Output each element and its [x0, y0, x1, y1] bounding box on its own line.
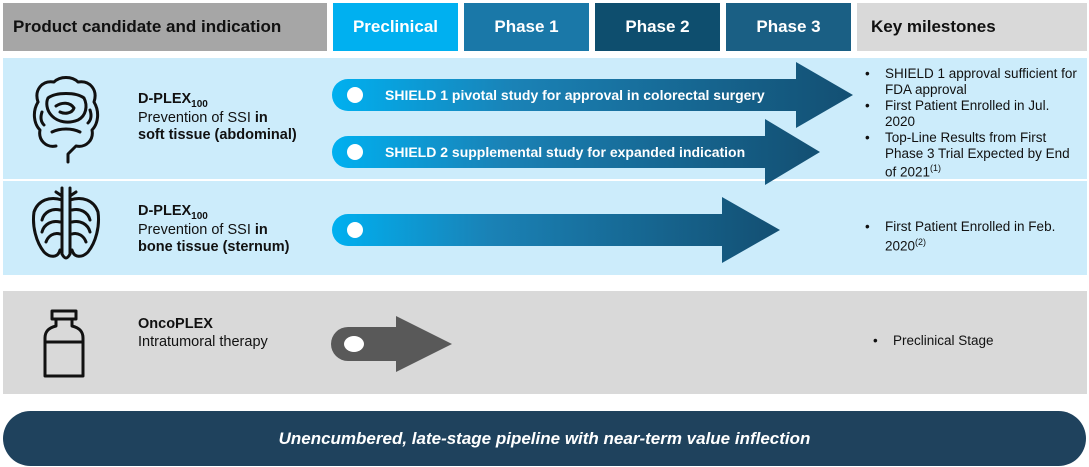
arrow-shield2-dot — [347, 144, 363, 160]
list-item: First Patient Enrolled in Feb. 2020(2) — [861, 219, 1083, 254]
footnote-ref: (1) — [930, 163, 942, 173]
arrow-oncoplex-dot — [344, 336, 364, 352]
header-phase2-label: Phase 2 — [625, 17, 690, 36]
header-phase2: Phase 2 — [595, 3, 720, 51]
header-milestones-column: Key milestones — [857, 3, 1087, 51]
row2-milestones: First Patient Enrolled in Feb. 2020(2) — [861, 219, 1083, 255]
ribcage-icon — [32, 186, 100, 260]
list-item: SHIELD 1 approval sufficient for FDA app… — [861, 66, 1083, 97]
footnote-ref: (2) — [915, 236, 927, 247]
vial-icon — [43, 309, 85, 378]
arrow-shield1-dot — [347, 87, 363, 103]
row1-desc-bold: in — [254, 110, 268, 126]
row1-desc-line2: soft tissue (abdominal) — [138, 127, 297, 143]
row2-product-desc: Prevention of SSI in bone tissue (sternu… — [138, 222, 289, 256]
row3-milestones: Preclinical Stage — [869, 333, 1083, 350]
footer-banner: Unencumbered, late-stage pipeline with n… — [3, 411, 1086, 466]
row1-desc-text: Prevention of SSI — [138, 110, 255, 126]
row-separator — [3, 179, 1087, 181]
row2-title-sub: 100 — [191, 210, 208, 222]
arrow-oncoplex — [331, 316, 452, 372]
header-milestones-label: Key milestones — [871, 17, 996, 36]
arrow-shield2 — [332, 119, 820, 185]
footer-text: Unencumbered, late-stage pipeline with n… — [278, 428, 811, 448]
row3-desc-text: Intratumoral therapy — [138, 334, 268, 350]
header-preclinical-label: Preclinical — [352, 17, 439, 36]
intestine-icon — [32, 76, 100, 164]
row1-product-desc: Prevention of SSI in soft tissue (abdomi… — [138, 110, 297, 144]
list-item: First Patient Enrolled in Jul. 2020 — [861, 98, 1083, 129]
milestone-text: Top-Line Results from First Phase 3 Tria… — [885, 130, 1070, 180]
row1-title-text: D-PLEX — [138, 91, 192, 107]
row2-title-text: D-PLEX — [138, 203, 192, 219]
header-phase1-label: Phase 1 — [494, 17, 559, 36]
row3-product-title: OncoPLEX — [138, 316, 213, 332]
row2-product-title: D-PLEX100 — [138, 203, 208, 222]
row3-product-desc: Intratumoral therapy — [138, 334, 268, 351]
milestone-text: First Patient Enrolled in Jul. 2020 — [885, 98, 1050, 129]
header-phase3-label: Phase 3 — [756, 17, 821, 36]
header-phase1: Phase 1 — [464, 3, 589, 51]
milestone-text: First Patient Enrolled in Feb. 2020 — [885, 219, 1056, 253]
milestone-text: Preclinical Stage — [893, 333, 994, 348]
row1-product-title: D-PLEX100 — [138, 91, 208, 110]
arrow-bone-tissue-dot — [347, 222, 363, 238]
row2-desc-bold: in — [254, 222, 268, 238]
row1-title-sub: 100 — [191, 98, 208, 110]
arrow-shield1-label: SHIELD 1 pivotal study for approval in c… — [385, 87, 765, 103]
arrow-shield2-label: SHIELD 2 supplemental study for expanded… — [385, 144, 746, 160]
row3-title-text: OncoPLEX — [138, 316, 213, 332]
arrow-shield1 — [332, 62, 853, 128]
header-product-label: Product candidate and indication — [13, 17, 282, 36]
row1-milestones: SHIELD 1 approval sufficient for FDA app… — [861, 66, 1083, 181]
row2-desc-line2: bone tissue (sternum) — [138, 239, 290, 255]
milestone-text: SHIELD 1 approval sufficient for FDA app… — [885, 66, 1077, 97]
row2-desc-text: Prevention of SSI — [138, 222, 255, 238]
header-phase3: Phase 3 — [726, 3, 851, 51]
header-product-column: Product candidate and indication — [3, 3, 327, 51]
header-preclinical: Preclinical — [333, 3, 458, 51]
list-item: Preclinical Stage — [869, 333, 1083, 349]
arrow-bone-tissue — [332, 197, 780, 263]
list-item: Top-Line Results from First Phase 3 Tria… — [861, 130, 1083, 180]
